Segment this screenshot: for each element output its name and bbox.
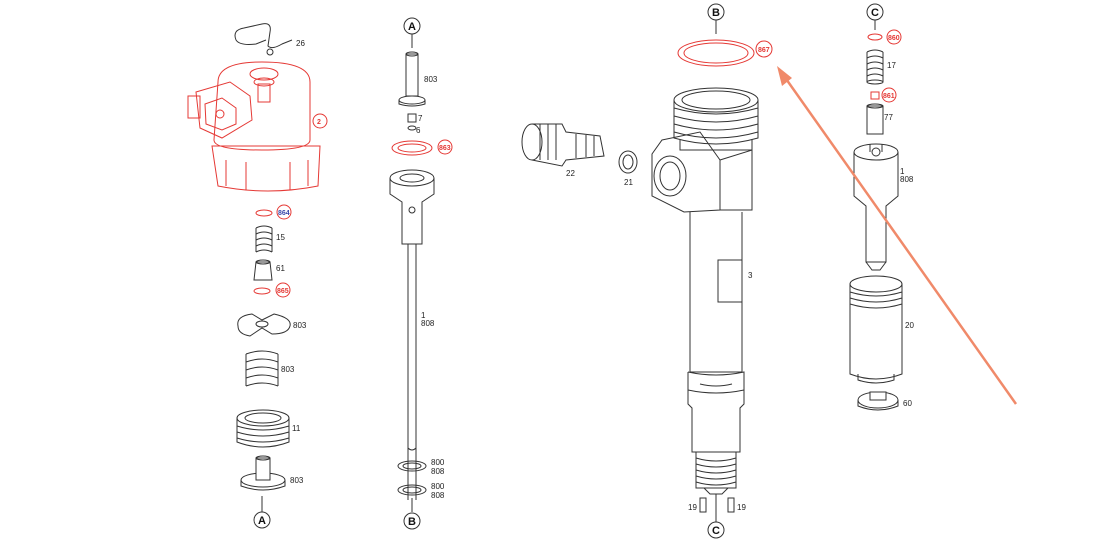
armature-part <box>253 261 273 281</box>
label-800b: 800 <box>431 482 445 491</box>
label-808a-2: 808 <box>421 319 435 328</box>
washer-part <box>397 484 427 496</box>
edge-filter-part <box>521 123 605 167</box>
washer-part <box>857 391 899 411</box>
solenoid-magnet-part <box>187 61 321 192</box>
o-ring-part <box>391 140 433 156</box>
label-808c: 808 <box>431 491 445 500</box>
seal-ring-part <box>618 150 638 174</box>
nozzle-spring-part <box>866 49 884 85</box>
label-11: 11 <box>292 424 301 433</box>
intermediate-disc-part <box>866 105 884 135</box>
valve-spring-part <box>255 225 273 253</box>
threaded-nut-part <box>236 409 290 448</box>
connector-b-bottom <box>403 512 421 530</box>
o-ring-part <box>677 39 755 67</box>
valve-pin-part <box>398 51 426 107</box>
connector-b-bottom-label: B <box>408 516 416 528</box>
label-861: 861 <box>883 93 895 100</box>
annotation-arrow <box>777 66 1018 405</box>
connector-c-bottom-label: C <box>712 525 720 537</box>
label-19b: 19 <box>737 503 746 512</box>
column-solenoid-group: 26 2 864 15 61 <box>187 23 328 529</box>
label-808d-2: 808 <box>900 175 914 184</box>
label-803a: 803 <box>293 321 307 330</box>
label-3: 3 <box>748 271 753 280</box>
label-77: 77 <box>884 113 893 122</box>
label-864: 864 <box>278 210 290 217</box>
label-863: 863 <box>439 145 451 152</box>
armature-plate-part <box>237 313 291 337</box>
label-867: 867 <box>758 47 770 54</box>
spring-part <box>245 350 279 387</box>
connector-a-bottom <box>253 511 271 529</box>
label-20: 20 <box>905 321 914 330</box>
column-valve-piston-group: A 803 7 6 863 1 808 <box>389 17 453 530</box>
wire-clip-part <box>234 23 293 49</box>
label-21: 21 <box>624 178 633 187</box>
label-7: 7 <box>418 114 423 123</box>
label-61: 61 <box>276 264 285 273</box>
washer-part <box>397 460 427 472</box>
label-808a-1: 1 <box>421 311 426 320</box>
label-808b: 808 <box>431 467 445 476</box>
dowel-pin-part <box>727 497 735 513</box>
valve-seat-part <box>240 455 286 491</box>
shim-part <box>870 91 880 100</box>
label-803b: 803 <box>281 365 295 374</box>
label-800a: 800 <box>431 458 445 467</box>
injector-body-part <box>651 87 759 495</box>
shim-part <box>867 33 883 41</box>
connector-b-top-label: B <box>712 7 720 19</box>
connector-c-bottom <box>707 521 725 539</box>
label-26: 26 <box>296 39 305 48</box>
label-19a: 19 <box>688 503 697 512</box>
label-22: 22 <box>566 169 575 178</box>
label-865: 865 <box>277 288 289 295</box>
label-803d: 803 <box>424 75 438 84</box>
nozzle-nut-part <box>849 275 903 384</box>
nozzle-part <box>853 143 899 271</box>
dowel-pin-part <box>699 497 707 513</box>
label-808d-1: 1 <box>900 167 905 176</box>
label-60: 60 <box>903 399 912 408</box>
column-injector-body: B 867 22 21 <box>521 3 773 539</box>
shim-part <box>253 287 271 295</box>
connector-a-top-label: A <box>408 21 416 33</box>
shim-part <box>255 209 273 217</box>
column-nozzle-group: C 860 17 861 77 1 808 <box>849 3 914 411</box>
label-15: 15 <box>276 233 285 242</box>
label-6: 6 <box>416 126 421 135</box>
valve-body-part <box>389 169 435 500</box>
label-803c: 803 <box>290 476 304 485</box>
connector-c-top-label: C <box>871 7 879 19</box>
label-2: 2 <box>317 119 321 126</box>
label-17: 17 <box>887 61 896 70</box>
label-860: 860 <box>888 35 900 42</box>
connector-a-bottom-label: A <box>258 515 266 527</box>
ball-part <box>407 113 417 123</box>
